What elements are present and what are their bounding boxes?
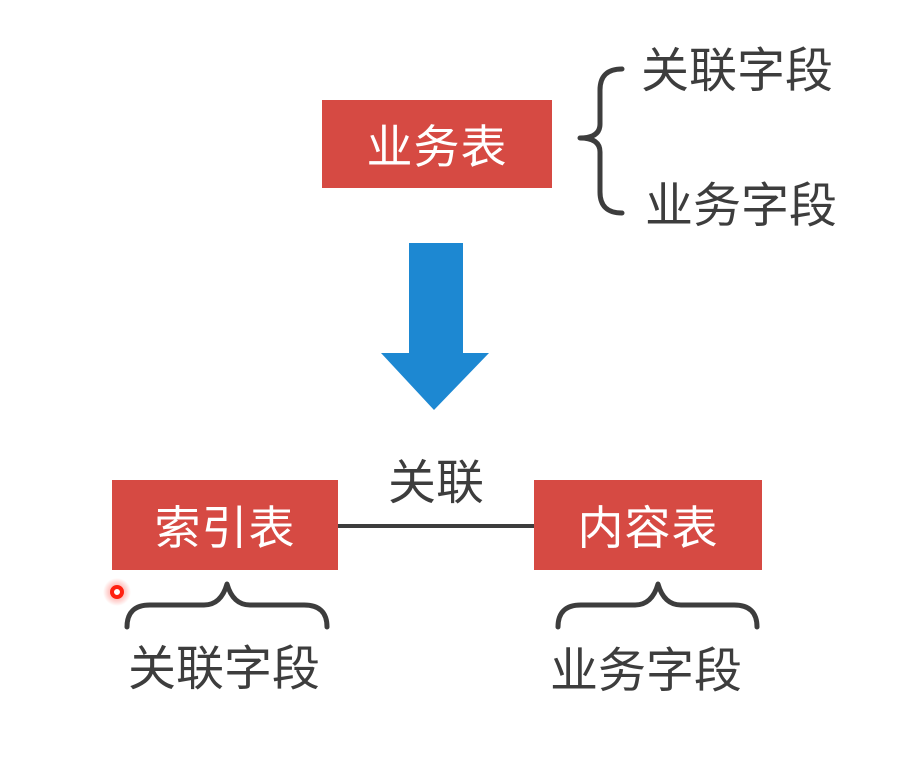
association-label: 关联	[387, 457, 484, 510]
content-table-node: 内容表	[534, 480, 762, 570]
brace-top-fields	[577, 66, 625, 216]
index-table-label: 索引表	[154, 502, 296, 554]
down-arrow-icon	[381, 243, 489, 410]
brace-content-fields	[555, 581, 760, 630]
brace-index-fields	[124, 581, 330, 630]
content-table-label: 内容表	[577, 502, 719, 554]
content-field-label: 业务字段	[550, 645, 743, 698]
top-field-association: 关联字段	[641, 45, 834, 98]
top-field-business: 业务字段	[645, 180, 838, 233]
business-table-node: 业务表	[322, 100, 552, 188]
business-table-label: 业务表	[366, 121, 508, 173]
laser-pointer-dot	[103, 578, 131, 606]
index-field-label: 关联字段	[128, 643, 321, 696]
index-table-node: 索引表	[112, 480, 338, 570]
